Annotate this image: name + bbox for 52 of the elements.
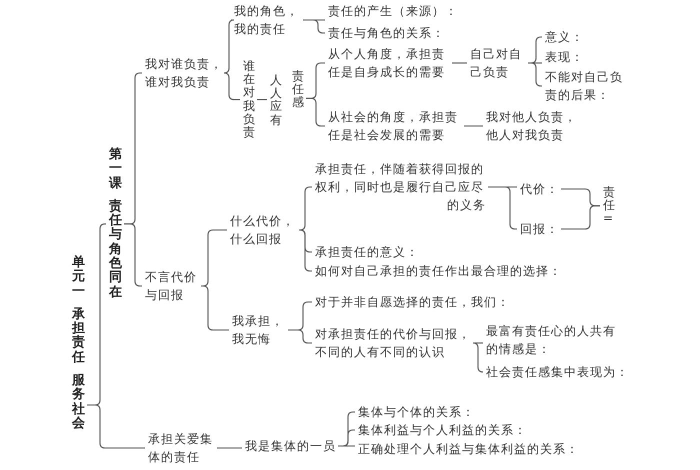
- topic-text: 表现：: [545, 48, 584, 66]
- brace-connector: [217, 447, 242, 449]
- topic-text: 意义：: [545, 28, 584, 46]
- topic-text: 我对他人负责，他人对我负责: [486, 108, 581, 144]
- topic-text: 从个人角度，承担责任是自身成长的需要: [328, 45, 450, 81]
- brace-connector: [257, 99, 267, 100]
- brace-connector: [475, 342, 483, 344]
- brace-connector: [288, 329, 312, 344]
- topic-text: 我对谁负责，谁对我负责: [145, 55, 225, 91]
- topic-text: 责任=: [603, 186, 615, 226]
- topic-text: 社会责任感集中表现为：: [486, 363, 629, 381]
- brace-connector: [452, 62, 467, 64]
- topic-text: 单元一: [72, 256, 85, 299]
- topic-text: 责任的产生（来源）：: [328, 2, 458, 20]
- brace-connector: [223, 72, 240, 100]
- brace-connector: [464, 125, 483, 127]
- topic-text: 责任感: [292, 70, 304, 110]
- topic-text: 最富有责任心的人共有的情感是：: [486, 322, 618, 358]
- topic-text: 我的角色，我的责任: [234, 2, 301, 38]
- topic-text: 承担责任，伴随着获得回报的权利，同时也是履行自己应尽的义务: [315, 160, 486, 214]
- topic-text: 如何对自己承担的责任作出最合理的选择：: [315, 262, 562, 280]
- topic-text: 责任与角色同在: [109, 200, 122, 300]
- brace-connector: [201, 285, 229, 331]
- topic-text: 承担关爱集体的责任: [148, 430, 215, 466]
- topic-text: 承担责任的意义：: [315, 243, 419, 261]
- topic-text: 我承担，我无悔: [232, 312, 286, 348]
- topic-text: 责任与角色的关系：: [328, 24, 445, 42]
- topic-text: 自己对自己负责: [470, 45, 526, 81]
- topic-text: 对于并非自愿选择的责任，我们：: [315, 293, 510, 311]
- topic-text: 回报：: [520, 220, 559, 238]
- topic-text: 代价：: [520, 180, 559, 198]
- topic-text: 正确处理个人利益与集体利益的关系：: [358, 440, 579, 458]
- topic-text: 什么代价，什么回报: [230, 212, 297, 248]
- topic-text: 从社会的角度，承担责任是社会发展的需要: [328, 108, 462, 144]
- topic-text: 我是集体的一员: [245, 437, 336, 455]
- brace-connector: [299, 229, 312, 272]
- brace-connector: [561, 205, 600, 230]
- topic-text: 集体利益与个人利益的关系：: [358, 421, 527, 439]
- brace-connector: [87, 404, 145, 449]
- topic-text: 不能对自己负责的后果：: [545, 68, 626, 104]
- brace-connector: [303, 19, 325, 34]
- topic-text: 承担责任: [72, 308, 85, 366]
- topic-text: 第一课: [109, 148, 122, 191]
- brace-connector: [338, 445, 355, 447]
- topic-text: 服务社会: [72, 374, 85, 432]
- topic-text: 对承担责任的代价与回报，不同的人有不同的认识: [315, 325, 473, 361]
- topic-text: 人人应有: [270, 74, 282, 127]
- topic-text: 不言代价与回报: [145, 268, 199, 304]
- topic-text: 谁在对我负责: [243, 60, 255, 140]
- brace-connector: [472, 342, 484, 373]
- brace-connector: [528, 62, 542, 87]
- topic-text: 集体与个体的关系：: [358, 403, 475, 421]
